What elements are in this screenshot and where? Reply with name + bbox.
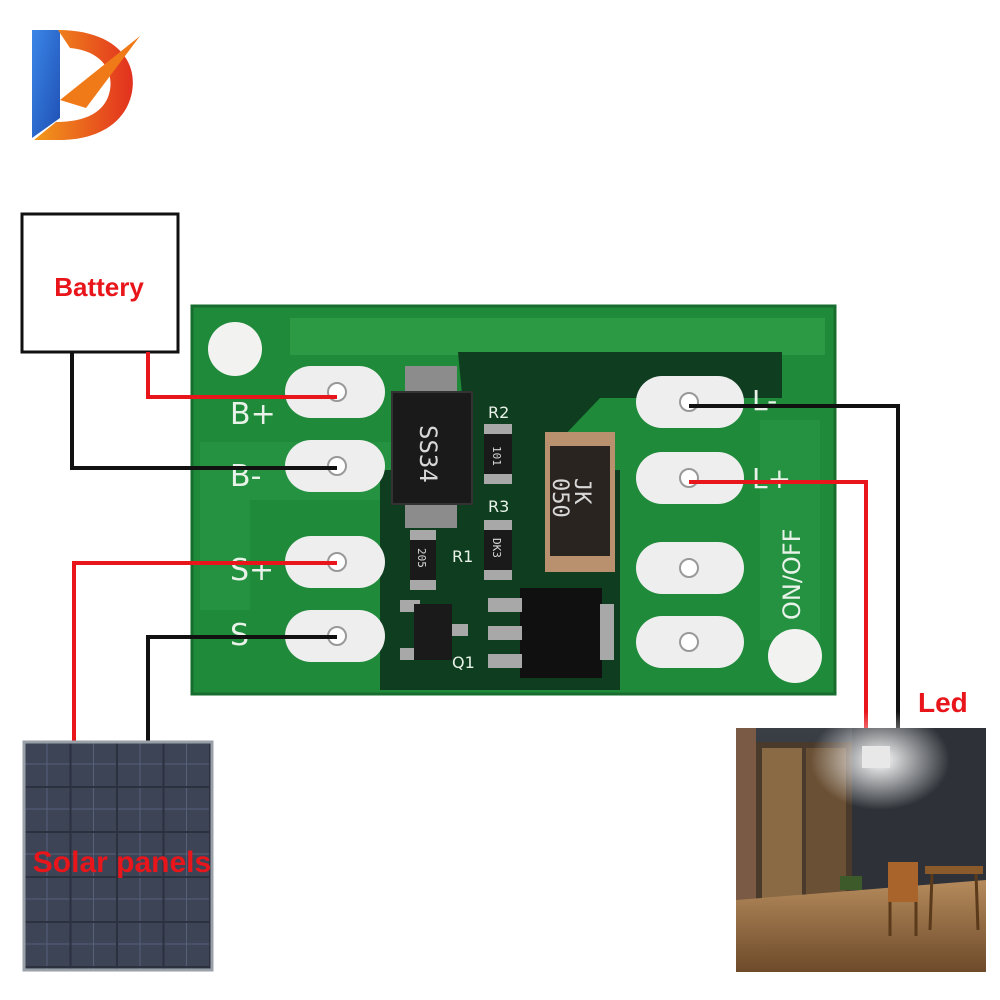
battery-label: Battery <box>54 272 144 302</box>
wire-battery-positive <box>146 352 337 399</box>
wire-battery-negative <box>70 352 337 470</box>
pin-label-b-minus: B- <box>230 459 261 494</box>
svg-text:050: 050 <box>547 478 572 518</box>
pin-label-l-plus: L+ <box>752 462 791 495</box>
pin-label-s-plus: S+ <box>230 553 274 588</box>
mounting-hole <box>208 322 262 376</box>
resistor-label-r2: R2 <box>488 403 509 422</box>
wire-solar-positive <box>72 561 337 744</box>
resistor-label-r1: R1 <box>452 547 473 566</box>
resistor-label-r3: R3 <box>488 497 509 516</box>
switch-label: ON/OFF <box>778 529 806 620</box>
solar-panels-label: Solar panels <box>33 846 211 879</box>
wire-solar-negative <box>146 635 337 744</box>
pin-label-l-minus: L- <box>752 384 777 417</box>
led-scene-photo <box>736 710 986 972</box>
resistor-r3: DK3 <box>484 520 512 580</box>
led-label: Led <box>918 687 968 718</box>
solar-panel: Solar panels <box>22 740 214 972</box>
wire-led-positive <box>689 480 868 728</box>
resistor-r2: 101 <box>484 424 512 484</box>
pad-switch-2 <box>636 616 744 668</box>
pad-l-minus <box>636 376 744 428</box>
battery-box: Battery <box>20 212 180 354</box>
diode-marking: SS34 <box>414 425 442 483</box>
resistor-r1: 205 <box>410 530 436 590</box>
mounting-hole <box>768 629 822 683</box>
pin-label-b-plus: B+ <box>230 397 276 432</box>
diode-ss34: SS34 <box>391 366 473 528</box>
pcb-board: B+ B- S+ S- L- L+ ON/OFF <box>190 304 837 696</box>
svg-text:JK: JK <box>569 478 594 505</box>
wiring <box>70 352 900 744</box>
d-brand-logo-icon <box>32 30 140 140</box>
wire-led-negative <box>689 404 900 728</box>
transistor-q1: Q1 <box>400 600 475 672</box>
fuse-jk050: JK 050 <box>545 432 615 572</box>
svg-text:101: 101 <box>490 446 503 466</box>
pad-l-plus <box>636 452 744 504</box>
regulator-ic <box>488 588 614 678</box>
svg-text:DK3: DK3 <box>490 538 503 558</box>
transistor-label: Q1 <box>452 653 475 672</box>
pad-b-plus <box>285 366 385 418</box>
svg-text:205: 205 <box>415 548 428 568</box>
pad-switch-1 <box>636 542 744 594</box>
